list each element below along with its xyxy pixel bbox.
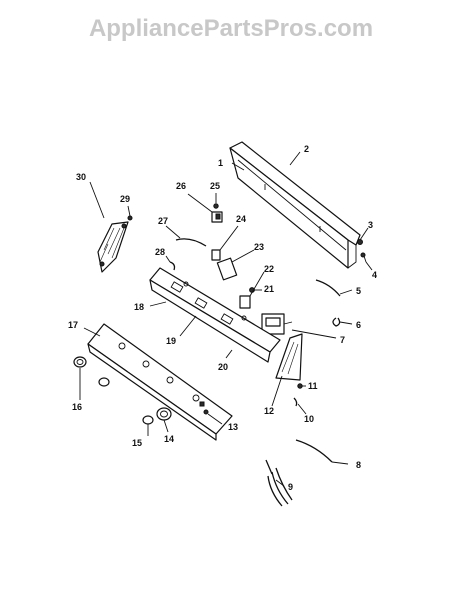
screw-part-11 [297, 383, 303, 389]
callout-28: 28 [155, 247, 165, 257]
switch-part-22 [239, 295, 251, 309]
callout-7: 7 [340, 335, 345, 345]
end-cap-part-12 [275, 333, 303, 381]
callout-23: 23 [254, 242, 264, 252]
wire-part-8 [295, 439, 333, 463]
side-bracket-part-30 [97, 221, 129, 273]
wire-part-5 [315, 279, 341, 297]
callout-5: 5 [356, 286, 361, 296]
knob-part-16b [98, 377, 110, 387]
callout-27: 27 [158, 216, 168, 226]
callout-labels: 1 2 3 4 5 6 7 8 9 10 11 12 13 14 15 16 1… [68, 144, 377, 492]
top-trim-bar [229, 141, 361, 269]
callout-26: 26 [176, 181, 186, 191]
watermark-text: AppliancePartsPros.com [89, 15, 373, 42]
knob-part-14 [156, 407, 172, 421]
callout-2: 2 [304, 144, 309, 154]
knob-part-16 [73, 356, 87, 368]
callout-18: 18 [134, 302, 144, 312]
callout-22: 22 [264, 264, 274, 274]
knob-part-15 [142, 415, 154, 425]
control-console-panel [149, 267, 281, 363]
callout-3: 3 [368, 220, 373, 230]
callout-30: 30 [76, 172, 86, 182]
callout-15: 15 [132, 438, 142, 448]
callout-1: 1 [218, 158, 223, 168]
callout-17: 17 [68, 320, 78, 330]
callout-10: 10 [304, 414, 314, 424]
wire-part-27 [175, 238, 207, 247]
callout-4: 4 [372, 270, 377, 280]
callout-6: 6 [356, 320, 361, 330]
callout-13: 13 [228, 422, 238, 432]
callout-19: 19 [166, 336, 176, 346]
switch-part-23 [216, 257, 238, 281]
switch-part-24 [211, 249, 221, 261]
callout-20: 20 [218, 362, 228, 372]
callout-24: 24 [236, 214, 246, 224]
screw-part-10 [293, 397, 298, 407]
callout-21: 21 [264, 284, 274, 294]
callout-8: 8 [356, 460, 361, 470]
screw-part-29 [127, 215, 133, 221]
clip-part-13 [203, 409, 209, 415]
wire-part-28 [169, 261, 176, 271]
knob-part-26 [211, 211, 223, 223]
callout-14: 14 [164, 434, 174, 444]
clip-part-6 [332, 317, 341, 327]
callout-12: 12 [264, 406, 274, 416]
front-panel-part-17 [87, 323, 233, 441]
screw-part-25 [213, 203, 219, 209]
callout-16: 16 [72, 402, 82, 412]
callout-11: 11 [308, 381, 318, 391]
leader-lines [79, 151, 373, 487]
callout-9: 9 [288, 482, 293, 492]
screw-part-3 [357, 239, 363, 245]
callout-25: 25 [210, 181, 220, 191]
switch-part-7 [261, 313, 293, 335]
callout-29: 29 [120, 194, 130, 204]
screw-part-4 [360, 252, 367, 263]
